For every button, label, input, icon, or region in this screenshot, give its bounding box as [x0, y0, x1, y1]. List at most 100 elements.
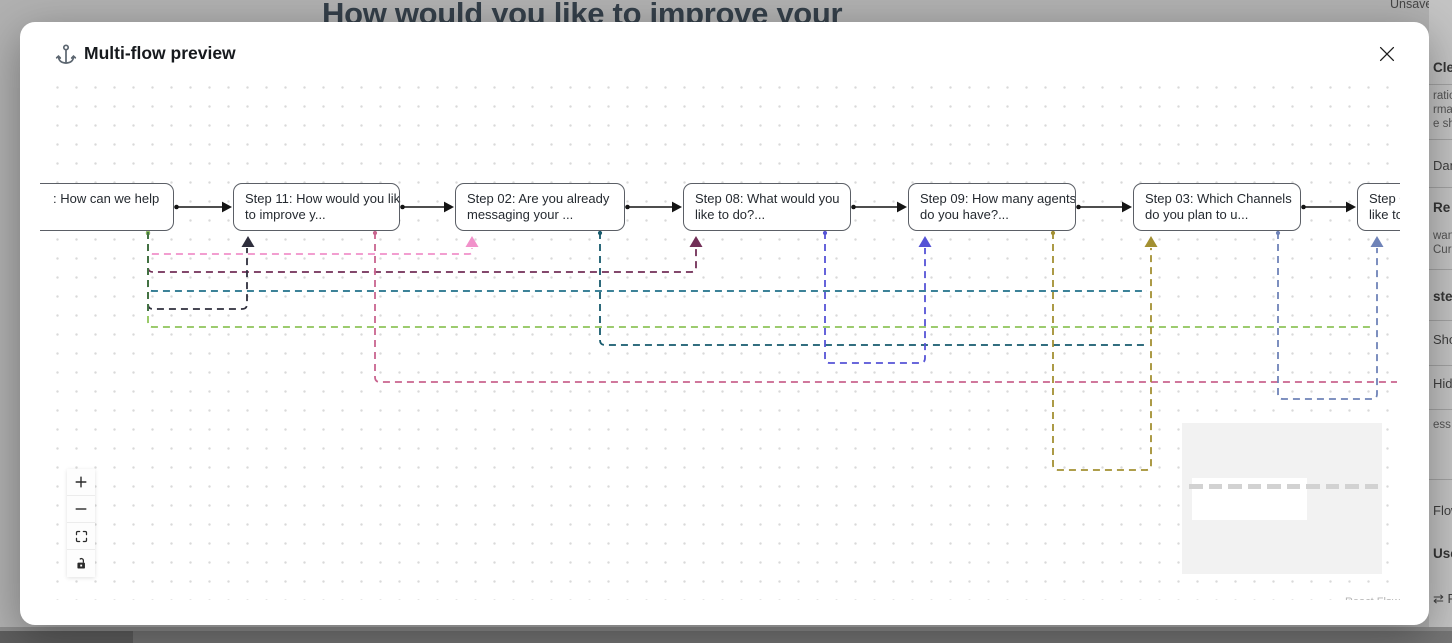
flow-node-label-line: do you have?...	[920, 207, 1009, 222]
background-right-panel: Cleratiormare shoDanRewanCurrstepShoHide…	[1429, 0, 1452, 643]
edge-source-handle	[372, 230, 378, 236]
dashed-edge-pink-to-step02	[147, 232, 473, 255]
flow-edges-layer	[145, 201, 1397, 471]
panel-item-fragment: step	[1433, 289, 1452, 304]
react-flow-canvas[interactable]: : How can we help Step 11: How would you …	[40, 85, 1400, 600]
flow-node-label-line: Step 08: What would you	[695, 191, 840, 206]
minimap-node-mark	[1345, 484, 1359, 489]
connector-source-dot	[174, 204, 179, 210]
plus-icon	[75, 476, 87, 488]
panel-item-fragment: rmar	[1433, 104, 1452, 116]
panel-item-fragment: Dan	[1433, 158, 1452, 173]
panel-separator	[1429, 84, 1452, 85]
dashed-edge-maroon-to-step08	[147, 232, 697, 273]
minimap-node-mark	[1325, 484, 1339, 489]
panel-item-fragment: Curr	[1433, 244, 1452, 256]
edge-target-arrowhead	[1370, 236, 1384, 247]
panel-separator	[1429, 139, 1452, 140]
flow-node-label-line: messaging your ...	[467, 207, 574, 222]
flow-node-label-line: do you plan to u...	[1145, 207, 1249, 222]
connector-arrowhead	[222, 201, 232, 213]
minimap-node-mark	[1306, 484, 1320, 489]
panel-item-fragment: wan	[1433, 230, 1452, 242]
minimap-node-mark	[1286, 484, 1300, 489]
flow-node-label-line: like to do?...	[695, 207, 766, 222]
flow-node-label-line: Step 03: Which Channels	[1145, 191, 1292, 206]
minimap-node-mark	[1267, 484, 1281, 489]
panel-item-fragment: ess	[1433, 419, 1451, 431]
minimap-node-mark	[1189, 484, 1203, 489]
dashed-edge-rose-long	[374, 232, 1397, 383]
connector-arrowhead	[672, 201, 682, 213]
flow-node-label-line: like to	[1369, 207, 1400, 222]
connector-source-dot	[400, 204, 405, 210]
panel-separator	[1429, 320, 1452, 321]
edge-source-handle	[822, 230, 828, 236]
flow-controls	[67, 469, 95, 577]
edge-source-handle	[597, 230, 603, 236]
fit-view-button[interactable]	[67, 523, 95, 550]
modal-title: Multi-flow preview	[84, 43, 236, 63]
panel-separator	[1429, 409, 1452, 410]
background-bottom-bar-dark	[0, 631, 1452, 643]
flow-node-label-line: to improve y...	[245, 207, 326, 222]
flow-node-label-line: Step 0	[1369, 191, 1400, 206]
dashed-edge-darkteal-long	[599, 232, 1147, 346]
connector-source-dot	[851, 204, 856, 210]
dashed-edge-olive-to-step03	[1052, 232, 1152, 471]
dashed-edge-dark-to-step11	[147, 232, 248, 310]
flow-node-label-line: Step 02: Are you already	[467, 191, 610, 206]
edge-target-arrowhead	[241, 236, 255, 247]
dashed-edge-green-long	[147, 232, 1371, 328]
minus-icon	[75, 508, 87, 510]
panel-separator	[1429, 269, 1452, 270]
edge-target-arrowhead	[918, 236, 932, 247]
flow-node-n6[interactable]: Step 0like to	[1357, 183, 1400, 231]
edge-source-handle	[1275, 230, 1281, 236]
connector-arrowhead	[1346, 201, 1356, 213]
panel-separator	[1429, 365, 1452, 366]
multi-flow-preview-modal: Multi-flow preview : How can we help Step…	[20, 22, 1429, 625]
zoom-in-button[interactable]	[67, 469, 95, 496]
close-icon[interactable]	[1372, 40, 1402, 70]
connector-arrowhead	[444, 201, 454, 213]
panel-item-fragment: e sho	[1433, 118, 1452, 130]
minimap-node-mark	[1208, 484, 1222, 489]
connector-source-dot	[1301, 204, 1306, 210]
lock-button[interactable]	[67, 550, 95, 577]
edge-source-handle	[1050, 230, 1056, 236]
connector-source-dot	[1076, 204, 1081, 210]
dashed-edge-indigo-to-step09	[824, 232, 926, 364]
flow-node-label-line: : How can we help	[53, 191, 160, 206]
flow-node-label-line: Step 11: How would you like	[245, 191, 400, 206]
zoom-out-button[interactable]	[67, 496, 95, 523]
connector-arrowhead	[897, 201, 907, 213]
flow-node-label-line: Step 09: How many agents	[920, 191, 1076, 206]
dashed-edge-slate-to-last	[1277, 232, 1378, 400]
edge-target-arrowhead	[689, 236, 703, 247]
edge-target-arrowhead	[465, 236, 479, 247]
flow-minimap[interactable]	[1182, 423, 1382, 574]
background-bottom-bar-left	[0, 631, 133, 643]
dashed-edge-teal-long	[147, 232, 1147, 292]
panel-item-fragment: Sho	[1433, 332, 1452, 347]
panel-item-fragment: Cle	[1433, 60, 1452, 75]
modal-header: Multi-flow preview	[20, 22, 1429, 94]
minimap-node-mark	[1247, 484, 1261, 489]
connector-arrowhead	[1122, 201, 1132, 213]
flow-node-n0[interactable]: : How can we help	[40, 183, 174, 231]
panel-item-fragment: ratio	[1433, 90, 1452, 102]
minimap-node-mark	[1364, 484, 1378, 489]
connector-source-dot	[625, 204, 630, 210]
fit-view-icon	[75, 530, 87, 542]
lock-icon	[76, 557, 85, 569]
panel-item-fragment: Flow	[1433, 503, 1452, 518]
panel-separator	[1429, 479, 1452, 480]
minimap-node-mark	[1228, 484, 1242, 489]
